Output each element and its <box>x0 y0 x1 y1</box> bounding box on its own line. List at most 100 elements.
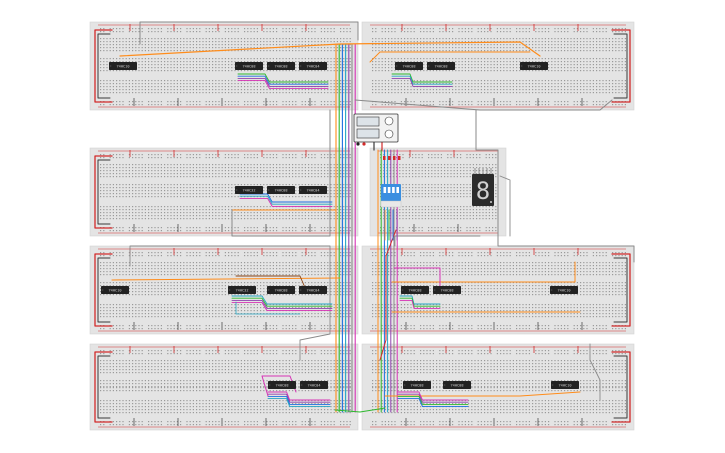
ic-chip-label: 74HC08 <box>435 64 448 68</box>
power-supply-module[interactable] <box>353 113 399 146</box>
ic-chip[interactable]: 74HC10 <box>551 381 579 389</box>
ic-chip-body <box>401 286 429 294</box>
dip-switch[interactable] <box>380 184 402 208</box>
ic-chip-notch <box>267 189 270 191</box>
ic-chip[interactable]: 74HC08 <box>267 62 295 70</box>
signal-wire <box>231 297 333 307</box>
terminal-black <box>356 142 360 146</box>
ic-chip-label: 74HC04 <box>307 64 320 68</box>
signal-wire <box>239 195 333 205</box>
ic-chip-body <box>228 286 256 294</box>
ic-chip-body <box>427 62 455 70</box>
voltage-knob-1[interactable] <box>384 116 394 126</box>
rail-jumper-red <box>398 156 401 160</box>
ic-chip-label: 74HC04 <box>308 383 321 387</box>
ic-chip[interactable]: 74HC08 <box>443 381 471 389</box>
signal-wire <box>399 299 441 309</box>
ic-chip-notch <box>299 189 302 191</box>
signal-wire-orange <box>119 41 541 57</box>
voltage-knob-2[interactable] <box>384 129 394 139</box>
signal-wire-green <box>334 407 386 413</box>
ic-chip-label: 74HC10 <box>559 383 572 387</box>
signal-wire-gray <box>129 245 331 361</box>
ground-wire-black <box>613 33 628 99</box>
power-wire-red <box>611 29 631 103</box>
component-layer: 8 <box>353 113 494 208</box>
dip-switch-toggle[interactable] <box>396 187 399 193</box>
ic-chip-label: 74HC32 <box>243 188 256 192</box>
ic-chip-body <box>268 381 296 389</box>
ground-wire-black <box>97 159 111 225</box>
ic-chip-notch <box>403 384 406 386</box>
signal-wire-gray <box>475 109 635 263</box>
ic-chip[interactable]: 74HC08 <box>403 381 431 389</box>
breadboard-upper-mid-left[interactable] <box>89 147 359 237</box>
ic-chip[interactable]: 74HC04 <box>299 286 327 294</box>
dip-switch-toggle[interactable] <box>387 187 391 193</box>
seven-segment-display[interactable]: 8 <box>472 168 494 206</box>
breadboard-bottom-right[interactable] <box>361 343 635 431</box>
signal-wire <box>397 391 469 401</box>
ic-chip[interactable]: 74HC08 <box>268 381 296 389</box>
signal-wire-red <box>379 229 397 361</box>
breadboard-lower-mid-left[interactable] <box>89 245 359 335</box>
ic-chip[interactable]: 74HC08 <box>267 186 295 194</box>
signal-wire <box>397 395 469 405</box>
ic-chip[interactable]: 74HC32 <box>235 186 263 194</box>
power-wire-red <box>94 29 113 103</box>
ic-chip-notch <box>443 384 446 386</box>
ic-chip[interactable]: 74HC08 <box>427 62 455 70</box>
dip-switch-toggle[interactable] <box>383 187 387 193</box>
ic-chip-body <box>395 62 423 70</box>
ic-chip-body <box>235 62 263 70</box>
rail-jumper-red <box>393 156 396 160</box>
ic-chip[interactable]: 74HC08 <box>235 62 263 70</box>
ic-chip[interactable]: 74HC04 <box>299 186 327 194</box>
ic-chip[interactable]: 74HC08 <box>433 286 461 294</box>
breadboard-holes <box>100 252 351 330</box>
ic-chip[interactable]: 74HC10 <box>520 62 548 70</box>
ic-chip[interactable]: 74HC10 <box>109 62 137 70</box>
display-body <box>472 174 494 206</box>
ground-wire-black <box>613 355 628 419</box>
ic-chip[interactable]: 74HC10 <box>101 286 129 294</box>
signal-wire-magenta <box>393 267 441 291</box>
dip-switch-toggle[interactable] <box>392 187 395 193</box>
ic-chip-notch <box>299 289 302 291</box>
ic-chip[interactable]: 74HC08 <box>267 286 295 294</box>
ic-chip-label: 74HC08 <box>411 383 424 387</box>
ic-chip[interactable]: 74HC08 <box>401 286 429 294</box>
ic-chip-body <box>267 286 295 294</box>
ic-chip-label: 74HC08 <box>243 64 256 68</box>
ic-chip[interactable]: 74HC08 <box>395 62 423 70</box>
signal-wire-gray <box>589 343 601 401</box>
signal-wire <box>239 197 333 207</box>
ic-chip-label: 74HC10 <box>109 288 122 292</box>
voltage-readout-1 <box>356 116 380 127</box>
ic-chip-body <box>299 286 327 294</box>
ic-chip-body <box>550 286 578 294</box>
ic-chip-notch <box>109 65 112 67</box>
signal-wire <box>267 395 331 405</box>
chip-layer: 74HC10 74HC08 74HC08 74HC04 74HC08 74HC08 74HC… <box>101 62 579 389</box>
ic-chip[interactable]: 74HC10 <box>550 286 578 294</box>
ic-chip-notch <box>228 289 231 291</box>
ic-chip-label: 74HC10 <box>558 288 571 292</box>
ic-chip-body <box>299 62 327 70</box>
ic-chip-body <box>433 286 461 294</box>
ic-chip[interactable]: 74HC32 <box>228 286 256 294</box>
ic-chip[interactable]: 74HC04 <box>299 62 327 70</box>
ic-chip-notch <box>395 65 398 67</box>
ic-chip[interactable]: 74HC04 <box>300 381 328 389</box>
ic-chip-body <box>267 186 295 194</box>
signal-wire <box>237 75 329 85</box>
ic-chip-notch <box>550 289 553 291</box>
signal-wire <box>397 393 469 403</box>
signal-wire-orange <box>384 391 581 397</box>
ic-chip-notch <box>300 384 303 386</box>
signal-wire <box>391 77 453 87</box>
ground-wire-black <box>97 257 111 323</box>
power-wire-red <box>94 155 113 229</box>
breadboard-holes <box>100 350 351 426</box>
